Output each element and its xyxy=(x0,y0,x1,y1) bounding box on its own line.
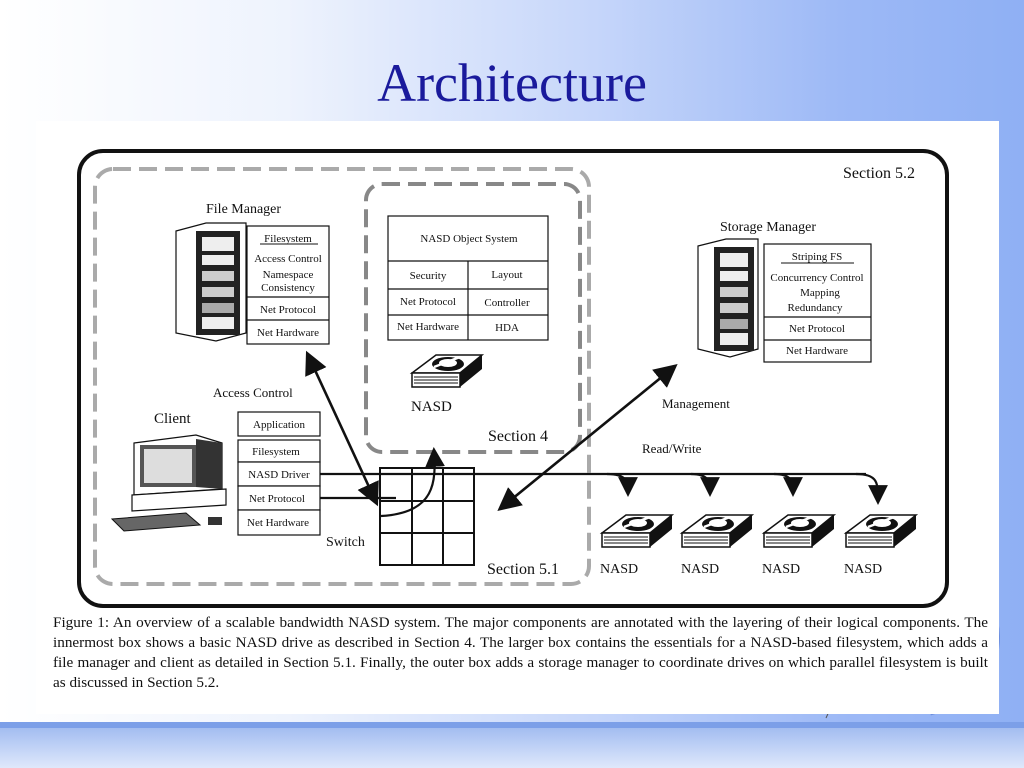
storage-manager-title: Storage Manager xyxy=(720,220,816,235)
fm-layer-filesystem: Filesystem xyxy=(264,233,312,245)
nasd-object-system-table xyxy=(387,215,549,341)
figure-caption: Figure 1: An overview of a scalable band… xyxy=(53,614,988,691)
nasd-drive-label-1: NASD xyxy=(600,562,638,577)
client-layer-application: Application xyxy=(253,419,305,431)
sm-layer-net-protocol: Net Protocol xyxy=(789,323,845,335)
sm-layer-striping-fs: Striping FS xyxy=(792,251,842,263)
nasd-drive-label-inner: NASD xyxy=(411,399,452,415)
slide-title: Architecture xyxy=(377,53,647,113)
switch-grid xyxy=(379,467,475,566)
nasd-drive-icon-3 xyxy=(762,513,836,549)
file-manager-title: File Manager xyxy=(206,202,281,217)
nos-cell-hda: HDA xyxy=(495,322,519,334)
read-write-label: Read/Write xyxy=(642,441,702,456)
nasd-drive-label-2: NASD xyxy=(681,562,719,577)
client-layer-filesystem: Filesystem xyxy=(252,446,300,458)
bottom-bar xyxy=(0,722,1024,768)
client-title: Client xyxy=(154,411,191,427)
connection-lines xyxy=(320,447,888,518)
client-layer-net-protocol: Net Protocol xyxy=(249,493,305,505)
fm-layer-net-hardware: Net Hardware xyxy=(257,327,319,339)
nos-cell-security: Security xyxy=(410,270,447,282)
nasd-architecture-diagram: Section 5.2 Section 5.1 Section 4 File M… xyxy=(77,149,949,608)
sm-layer-redundancy: Redundancy xyxy=(788,302,843,314)
inner-box-section-4 xyxy=(364,182,582,454)
nos-cell-layout: Layout xyxy=(491,269,522,281)
access-control-arrow xyxy=(305,350,379,507)
middle-box-section-5-1 xyxy=(93,167,591,586)
architecture-figure: Section 5.2 Section 5.1 Section 4 File M… xyxy=(36,121,999,714)
nos-cell-net-protocol: Net Protocol xyxy=(400,296,456,308)
nasd-drive-label-3: NASD xyxy=(762,562,800,577)
management-label: Management xyxy=(662,396,730,411)
fm-layer-net-protocol: Net Protocol xyxy=(260,304,316,316)
client-layer-nasd-driver: NASD Driver xyxy=(248,469,310,481)
nasd-drive-icon-inner xyxy=(410,353,484,389)
sm-layer-concurrency-control: Concurrency Control xyxy=(770,272,863,284)
bottom-stripe xyxy=(0,722,1024,728)
fm-layer-consistency: Consistency xyxy=(261,282,315,294)
client-computer-icon xyxy=(110,434,227,532)
nasd-drive-icon-2 xyxy=(680,513,754,549)
section-5-1-label: Section 5.1 xyxy=(487,561,559,578)
file-manager-server-icon xyxy=(175,222,247,342)
nos-cell-controller: Controller xyxy=(484,297,530,309)
nasd-drive-icon-4 xyxy=(844,513,918,549)
section-4-label: Section 4 xyxy=(488,428,548,445)
access-control-label: Access Control xyxy=(213,385,293,400)
outer-box-section-5-2 xyxy=(77,149,949,608)
storage-manager-layer-stack xyxy=(763,243,872,363)
section-5-2-label: Section 5.2 xyxy=(843,165,915,182)
fm-layer-access-control: Access Control xyxy=(254,253,322,265)
sm-layer-mapping: Mapping xyxy=(800,287,840,299)
storage-manager-server-icon xyxy=(697,238,759,358)
client-layer-net-hardware: Net Hardware xyxy=(247,517,309,529)
nos-cell-net-hardware: Net Hardware xyxy=(397,321,459,333)
file-manager-layer-stack xyxy=(246,225,330,345)
sm-layer-net-hardware: Net Hardware xyxy=(786,345,848,357)
nasd-drive-icon-1 xyxy=(600,513,674,549)
fm-layer-namespace: Namespace xyxy=(263,269,314,281)
management-arrow xyxy=(497,364,678,511)
nasd-object-system-title: NASD Object System xyxy=(420,233,518,245)
nasd-drive-label-4: NASD xyxy=(844,562,882,577)
switch-label: Switch xyxy=(326,535,365,550)
